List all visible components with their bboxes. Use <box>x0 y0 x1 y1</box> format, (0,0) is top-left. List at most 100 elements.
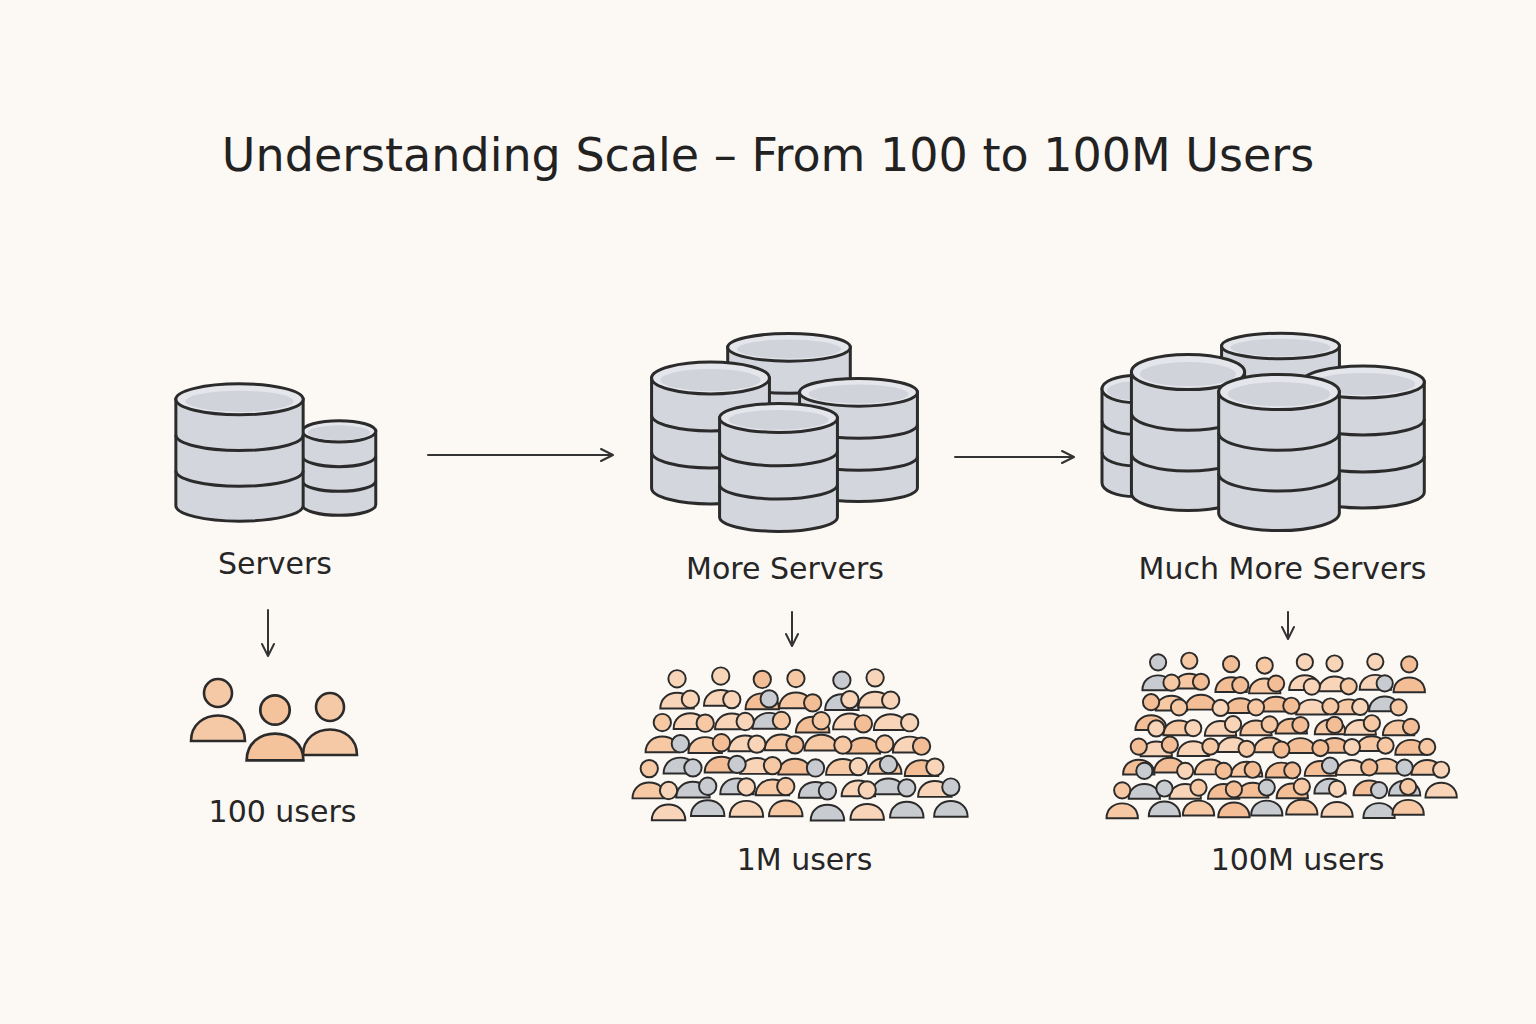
user-head <box>819 782 836 799</box>
user-head <box>876 735 893 752</box>
user-icon <box>1394 656 1425 692</box>
user-head <box>1312 740 1328 756</box>
user-icon <box>1218 781 1249 817</box>
user-head <box>672 735 689 752</box>
user-body <box>191 716 245 742</box>
user-head <box>841 691 858 708</box>
user-icon <box>1321 781 1352 817</box>
user-head <box>1292 717 1308 733</box>
user-body <box>691 800 724 816</box>
user-head <box>855 715 872 732</box>
user-head <box>1223 656 1239 672</box>
user-head <box>1364 715 1380 731</box>
user-body <box>1394 677 1425 692</box>
user-icon <box>746 671 779 709</box>
user-head <box>1273 741 1289 757</box>
user-head <box>1226 781 1242 797</box>
server-cluster: Much More Servers <box>1110 322 1455 587</box>
user-head <box>880 756 897 773</box>
user-head <box>761 690 778 707</box>
user-body <box>247 734 304 761</box>
user-icon <box>796 694 829 732</box>
user-head <box>1202 738 1218 754</box>
user-body <box>652 804 685 820</box>
user-head <box>316 693 344 721</box>
user-icon <box>868 735 901 773</box>
user-head <box>1171 699 1187 715</box>
user-icon <box>1315 698 1346 734</box>
user-head <box>1377 737 1393 753</box>
server-cluster-art <box>176 384 376 521</box>
user-head <box>1156 780 1172 796</box>
user-head <box>882 692 899 709</box>
node-label: 1M users <box>737 842 873 878</box>
user-head <box>712 667 729 684</box>
user-head <box>1268 675 1284 691</box>
user-head <box>1148 720 1164 736</box>
user-head <box>859 781 876 798</box>
user-head <box>1190 779 1206 795</box>
user-head <box>754 671 771 688</box>
node-label: 100M users <box>1211 842 1385 878</box>
flow-arrow <box>955 456 1073 458</box>
user-head <box>204 679 232 707</box>
user-icon <box>1149 780 1180 816</box>
user-head <box>1361 759 1377 775</box>
user-head <box>728 756 745 773</box>
user-head <box>1283 698 1299 714</box>
user-head <box>834 736 851 753</box>
flow-arrow <box>791 612 793 645</box>
label-stack: Much More Servers <box>1110 551 1455 587</box>
user-head <box>1259 779 1275 795</box>
user-crowd: 100M users <box>1125 645 1470 878</box>
user-head <box>898 779 915 796</box>
user-head <box>813 712 830 729</box>
user-icon <box>191 679 245 741</box>
user-head <box>713 734 730 751</box>
user-head <box>804 694 821 711</box>
user-head <box>1150 654 1166 670</box>
user-head <box>738 778 755 795</box>
user-body <box>890 802 923 818</box>
user-head <box>1401 656 1417 672</box>
user-icon <box>769 778 802 816</box>
server-cylinder <box>176 384 303 521</box>
user-head <box>1162 737 1178 753</box>
label-stack: 100 users <box>170 794 395 830</box>
user-icon <box>1392 779 1423 815</box>
flow-arrow <box>267 610 269 655</box>
user-icon <box>1363 782 1394 818</box>
user-head <box>1344 739 1360 755</box>
user-head <box>1131 739 1147 755</box>
user-head <box>1419 739 1435 755</box>
user-head <box>1297 654 1313 670</box>
user-head <box>1371 782 1387 798</box>
user-head <box>1225 716 1241 732</box>
user-head <box>1232 677 1248 693</box>
label-stack: 1M users <box>632 842 977 878</box>
user-icon <box>1425 762 1456 798</box>
user-head <box>787 670 804 687</box>
user-head <box>697 715 714 732</box>
user-head <box>1433 762 1449 778</box>
user-head <box>1262 716 1278 732</box>
user-body <box>1321 802 1352 817</box>
user-head <box>777 778 794 795</box>
user-head <box>1216 763 1232 779</box>
user-head <box>1143 694 1159 710</box>
user-icon <box>805 712 838 750</box>
user-icon <box>1185 674 1216 710</box>
user-head <box>1390 699 1406 715</box>
user-head <box>786 736 803 753</box>
user-head <box>913 737 930 754</box>
user-head <box>1136 763 1152 779</box>
user-head <box>748 735 765 752</box>
flow-arrow <box>428 454 612 456</box>
user-head <box>684 759 701 776</box>
user-head <box>1327 717 1343 733</box>
user-head <box>1329 781 1345 797</box>
node-label: More Servers <box>686 551 884 587</box>
user-body <box>1363 803 1394 818</box>
user-head <box>1114 782 1130 798</box>
